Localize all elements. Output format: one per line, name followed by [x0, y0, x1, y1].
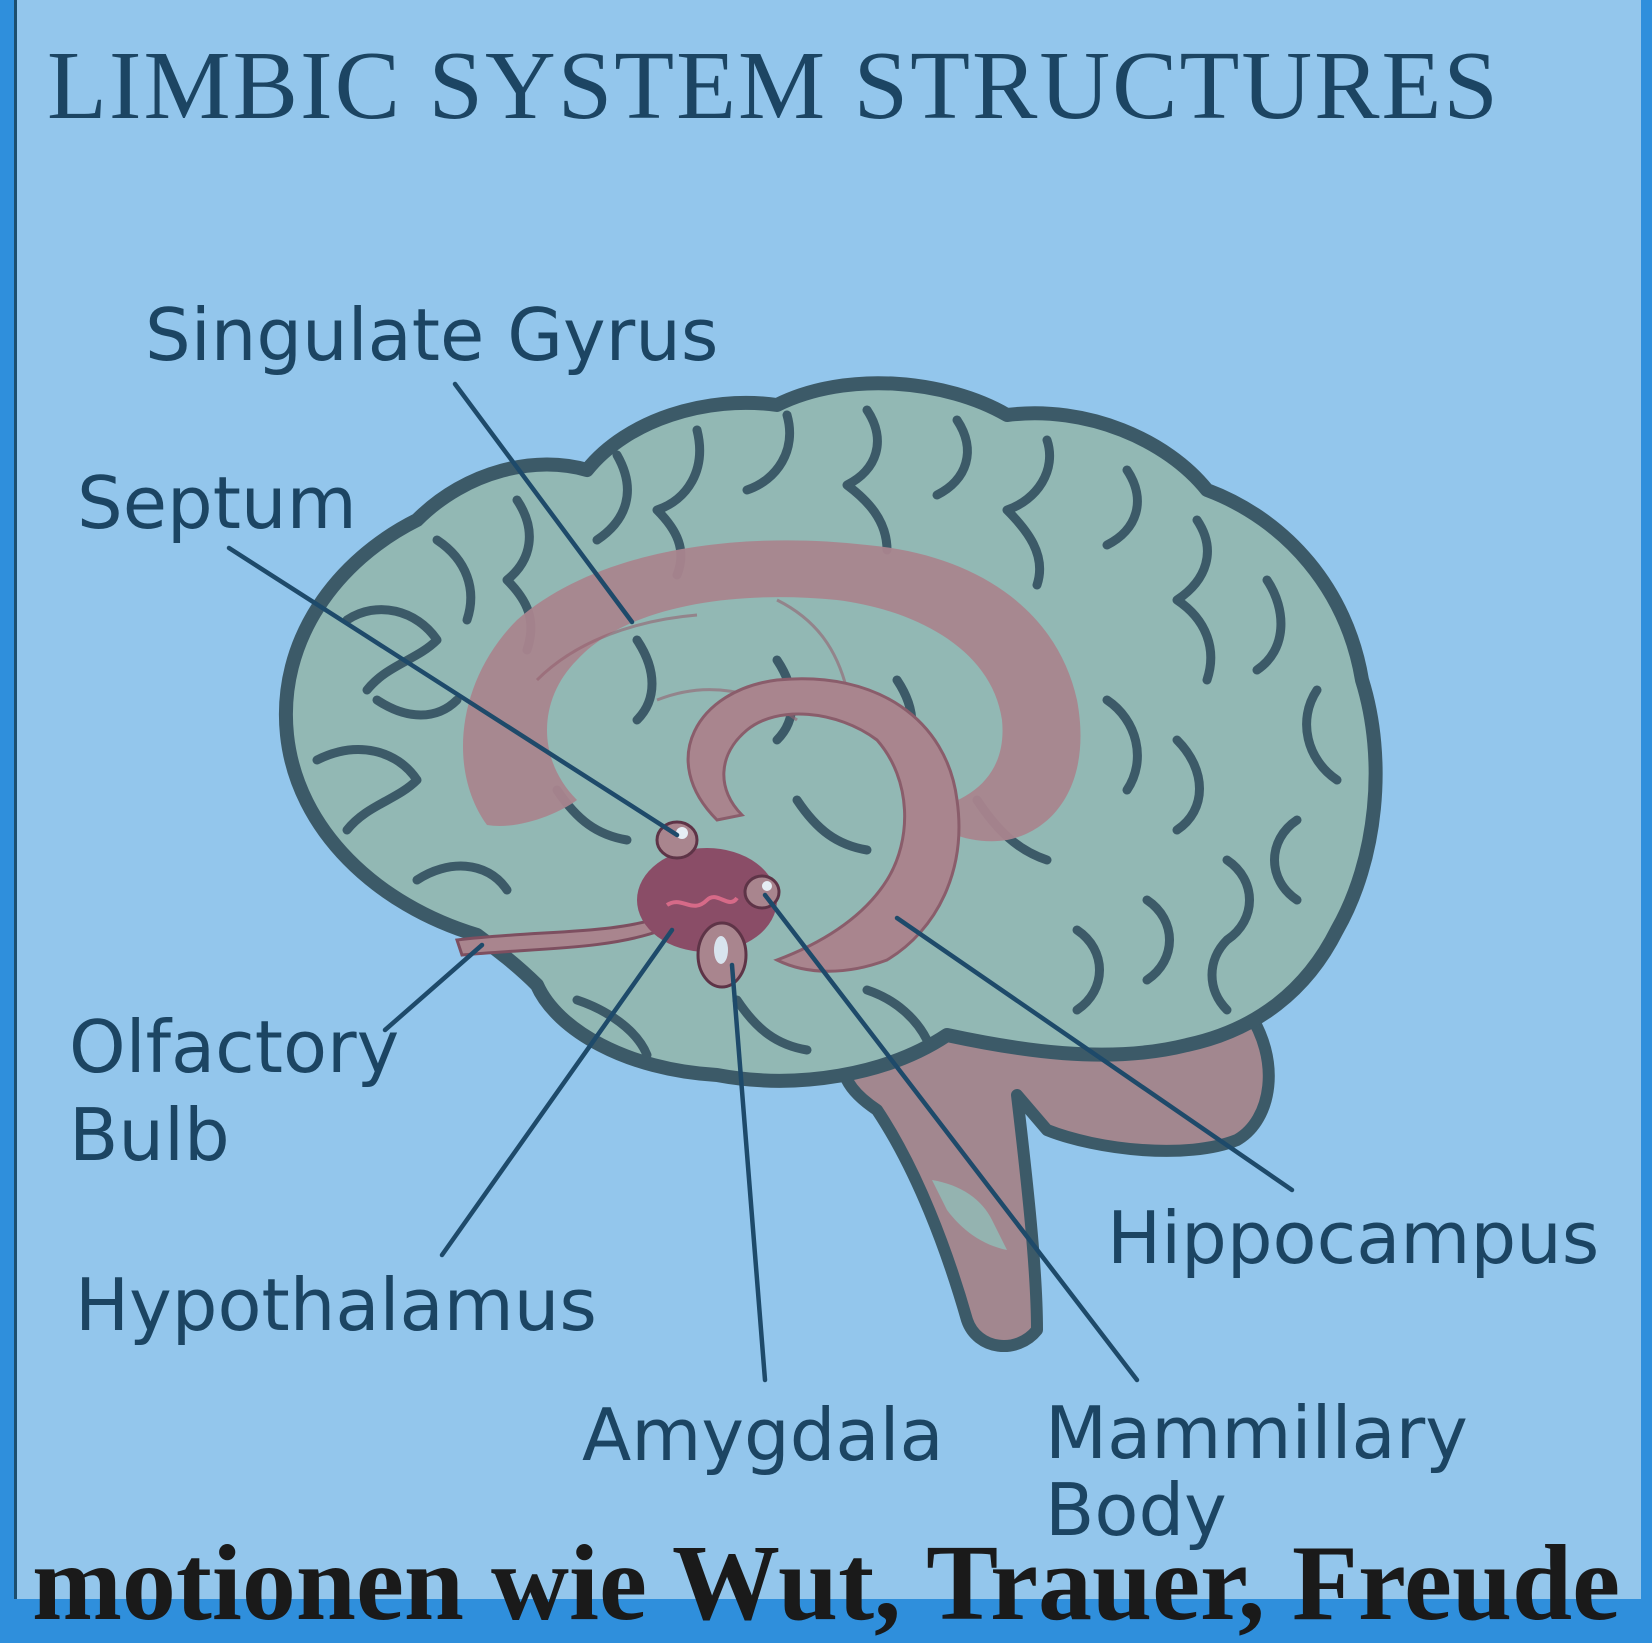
label-septum: Septum	[77, 461, 357, 545]
label-olfactory-bulb-line2: Bulb	[69, 1093, 230, 1177]
leader-olfactory-bulb	[385, 945, 482, 1030]
diagram-canvas: LIMBIC SYSTEM STRUCTURES	[14, 0, 1641, 1599]
label-hippocampus: Hippocampus	[1107, 1196, 1599, 1280]
label-hypothalamus: Hypothalamus	[75, 1263, 597, 1347]
label-amygdala: Amygdala	[582, 1393, 944, 1477]
limbic-system-diagram: LIMBIC SYSTEM STRUCTURES	[17, 0, 1641, 1599]
label-mammillary-body-line1: Mammillary	[1045, 1391, 1468, 1475]
bottom-caption: motionen wie Wut, Trauer, Freude	[0, 1530, 1652, 1638]
label-olfactory-bulb-line1: Olfactory	[69, 1005, 399, 1089]
diagram-title: LIMBIC SYSTEM STRUCTURES	[47, 32, 1500, 140]
label-singulate-gyrus: Singulate Gyrus	[145, 293, 718, 377]
